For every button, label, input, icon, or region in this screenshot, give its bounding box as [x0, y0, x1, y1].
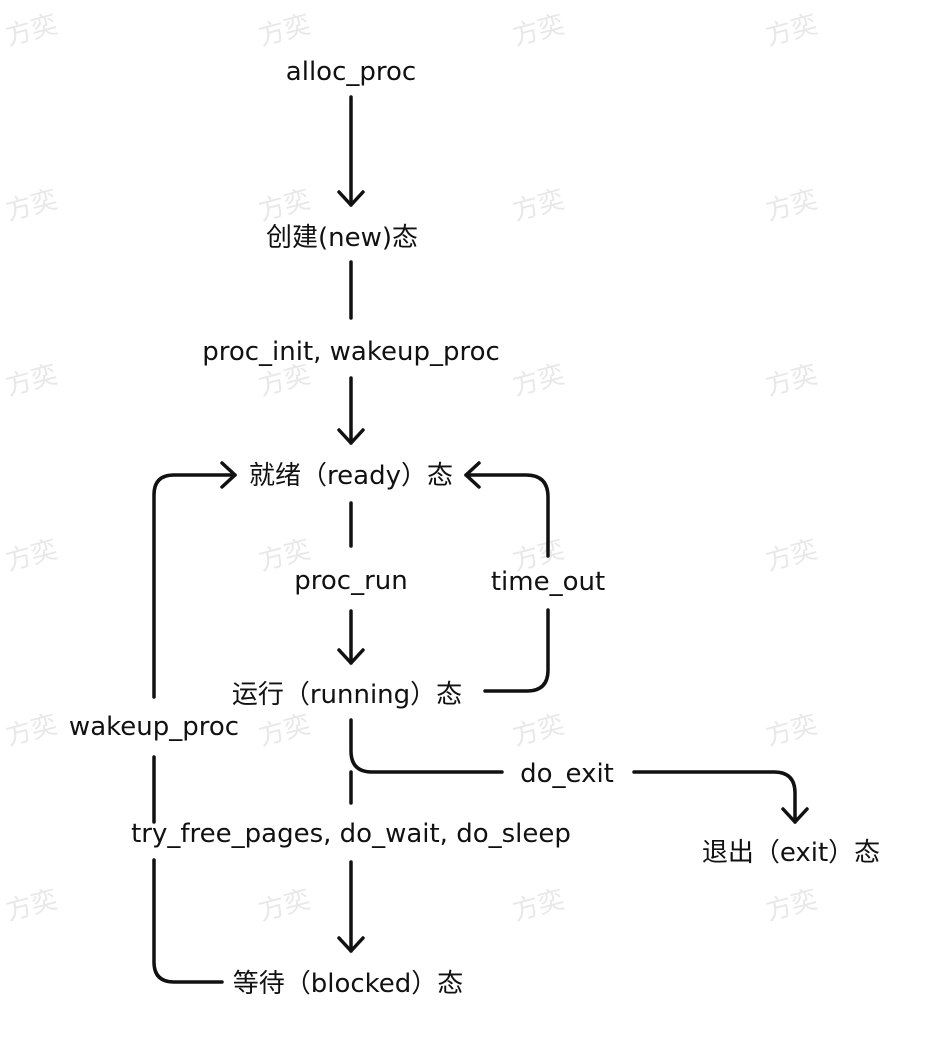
edge-running-to-timeout [483, 608, 550, 693]
arrowhead-running [337, 648, 365, 665]
node-ready-state: 就绪（ready）态 [249, 461, 453, 491]
arrowhead-ready-from-running [464, 461, 481, 489]
label-proc-run: proc_run [294, 566, 408, 596]
edge-wakeup-to-ready [152, 473, 237, 699]
node-new-state: 创建(new)态 [265, 223, 419, 253]
edge-blocked-to-wakeup-bottom [152, 858, 224, 984]
edge-doexit-to-exit [632, 770, 797, 824]
label-block-causes: try_free_pages, do_wait, do_sleep [131, 819, 571, 849]
label-time-out: time_out [490, 567, 606, 597]
edge-timeout-to-ready [464, 473, 550, 558]
node-running-state: 运行（running）态 [231, 680, 463, 710]
label-wakeup-proc: wakeup_proc [68, 712, 240, 742]
arrowhead-ready-from-blocked [220, 461, 237, 489]
arrowhead-ready-from-new [337, 428, 365, 445]
node-exit-state: 退出（exit）态 [701, 838, 881, 868]
node-alloc-proc: alloc_proc [285, 57, 417, 87]
node-blocked-state: 等待（blocked）态 [232, 969, 464, 999]
arrowhead-blocked [337, 936, 365, 953]
label-do-exit: do_exit [520, 759, 614, 789]
edge-running-to-doexit [349, 718, 504, 774]
arrowhead-exit [781, 807, 809, 824]
arrowhead-new [337, 190, 365, 207]
label-init-wakeup: proc_init, wakeup_proc [202, 337, 500, 367]
